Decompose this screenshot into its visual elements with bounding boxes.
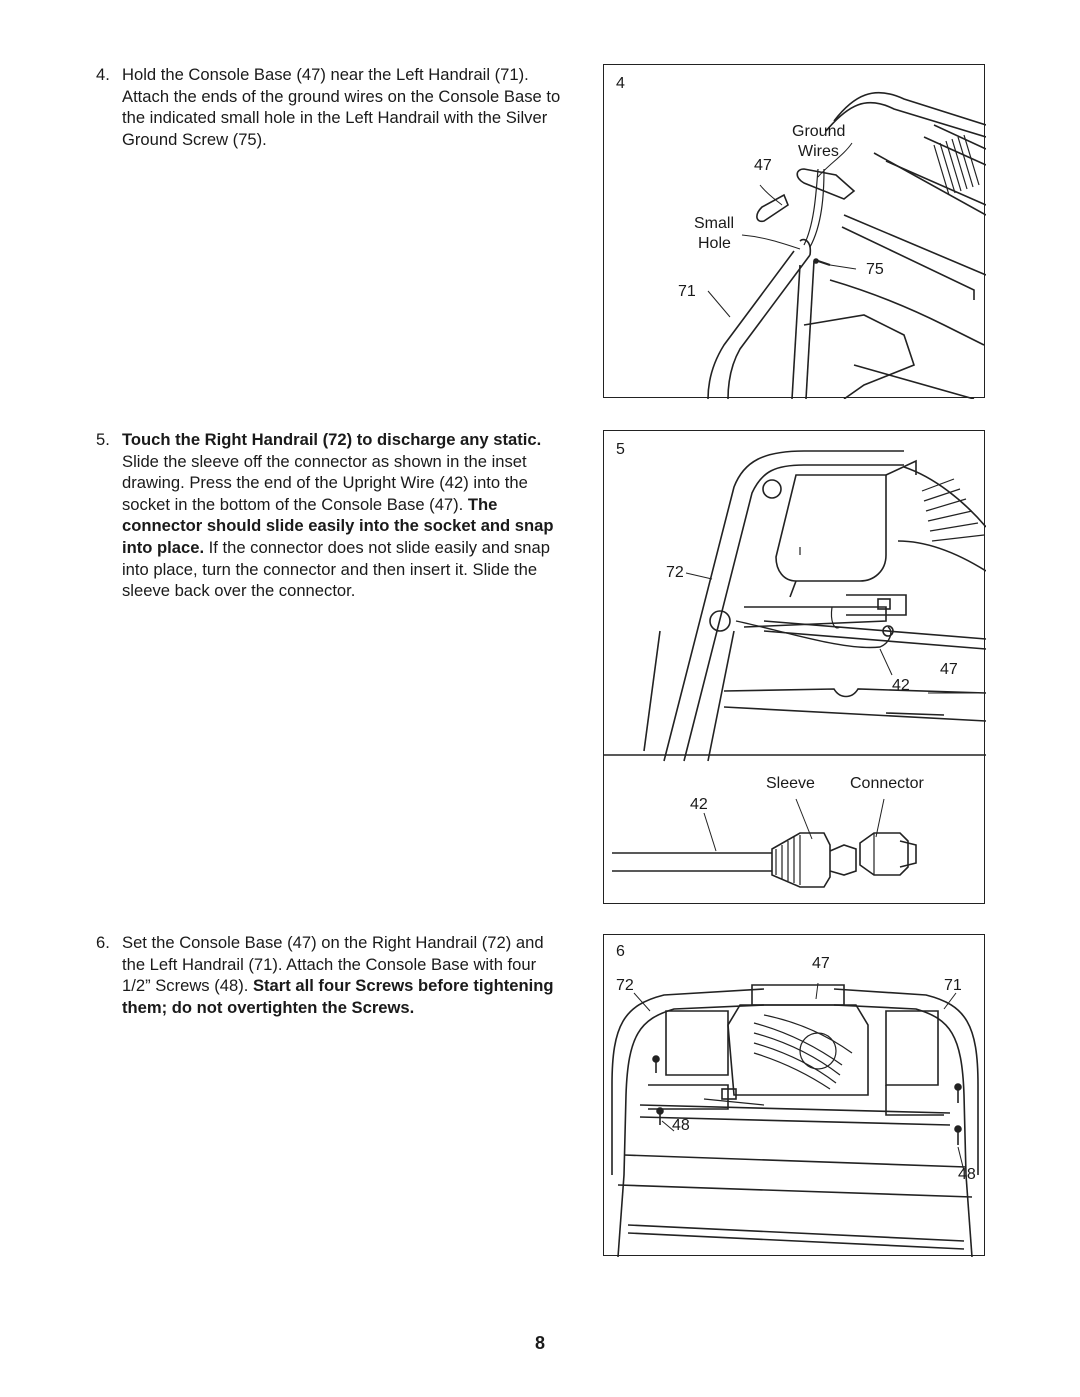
step-text-segment: Slide the sleeve off the connector as sh… bbox=[122, 451, 528, 514]
figure-5: 5 72 47 42 Sleeve Connector 42 bbox=[603, 430, 986, 904]
figure-6: 6 47 72 71 48 48 bbox=[603, 934, 985, 1257]
figure-4-drawing bbox=[707, 91, 986, 399]
figure-number: 4 bbox=[616, 75, 625, 92]
label-hole: Hole bbox=[698, 235, 731, 252]
label-part-47: 47 bbox=[754, 157, 772, 174]
step-text: Hold the Console Base (47) near the Left… bbox=[122, 64, 564, 150]
label-small: Small bbox=[694, 215, 735, 232]
step-text-segment: If the connector does not slide easily a… bbox=[122, 537, 550, 601]
page-number: 8 bbox=[534, 1333, 545, 1353]
figure-6-drawing bbox=[611, 982, 979, 1257]
step-warning-text: Touch the Right Handrail (72) to dischar… bbox=[122, 430, 542, 449]
label-part-72: 72 bbox=[666, 564, 684, 581]
step-number: 5. bbox=[96, 430, 110, 449]
label-part-75: 75 bbox=[866, 261, 884, 278]
label-ground: Ground bbox=[792, 123, 846, 140]
figure-number: 5 bbox=[616, 441, 625, 458]
inset-label-connector: Connector bbox=[850, 775, 924, 792]
label-part-48: 48 bbox=[958, 1166, 976, 1183]
step-text-segment: Hold the Console Base (47) near the Left… bbox=[122, 65, 561, 149]
inset-label-part-42: 42 bbox=[690, 796, 708, 813]
label-part-47: 47 bbox=[940, 661, 958, 678]
label-part-72: 72 bbox=[616, 977, 634, 994]
step-text-segment: Set the Console Base (47) on the Right H… bbox=[122, 933, 544, 996]
step-number: 4. bbox=[96, 65, 110, 84]
step-emphasis-text: The connector should slide easily into t… bbox=[122, 494, 554, 557]
inset-label-sleeve: Sleeve bbox=[766, 775, 815, 792]
step-text: Set the Console Base (47) on the Right H… bbox=[122, 932, 564, 1018]
label-wires: Wires bbox=[798, 143, 839, 160]
label-part-48: 48 bbox=[672, 1117, 690, 1134]
label-part-42: 42 bbox=[892, 677, 910, 694]
step-text: Touch the Right Handrail (72) to dischar… bbox=[122, 429, 564, 602]
label-part-71: 71 bbox=[678, 283, 696, 300]
label-part-47: 47 bbox=[812, 955, 830, 972]
step-emphasis-text: Start all four Screws before tightening … bbox=[122, 976, 554, 1017]
figure-number: 6 bbox=[616, 943, 625, 960]
figure-5-drawing bbox=[604, 450, 986, 888]
step-number: 6. bbox=[96, 933, 110, 952]
label-part-71: 71 bbox=[944, 977, 962, 994]
figure-4: 4 Ground Wires 47 Small Hole 75 71 bbox=[603, 64, 986, 399]
